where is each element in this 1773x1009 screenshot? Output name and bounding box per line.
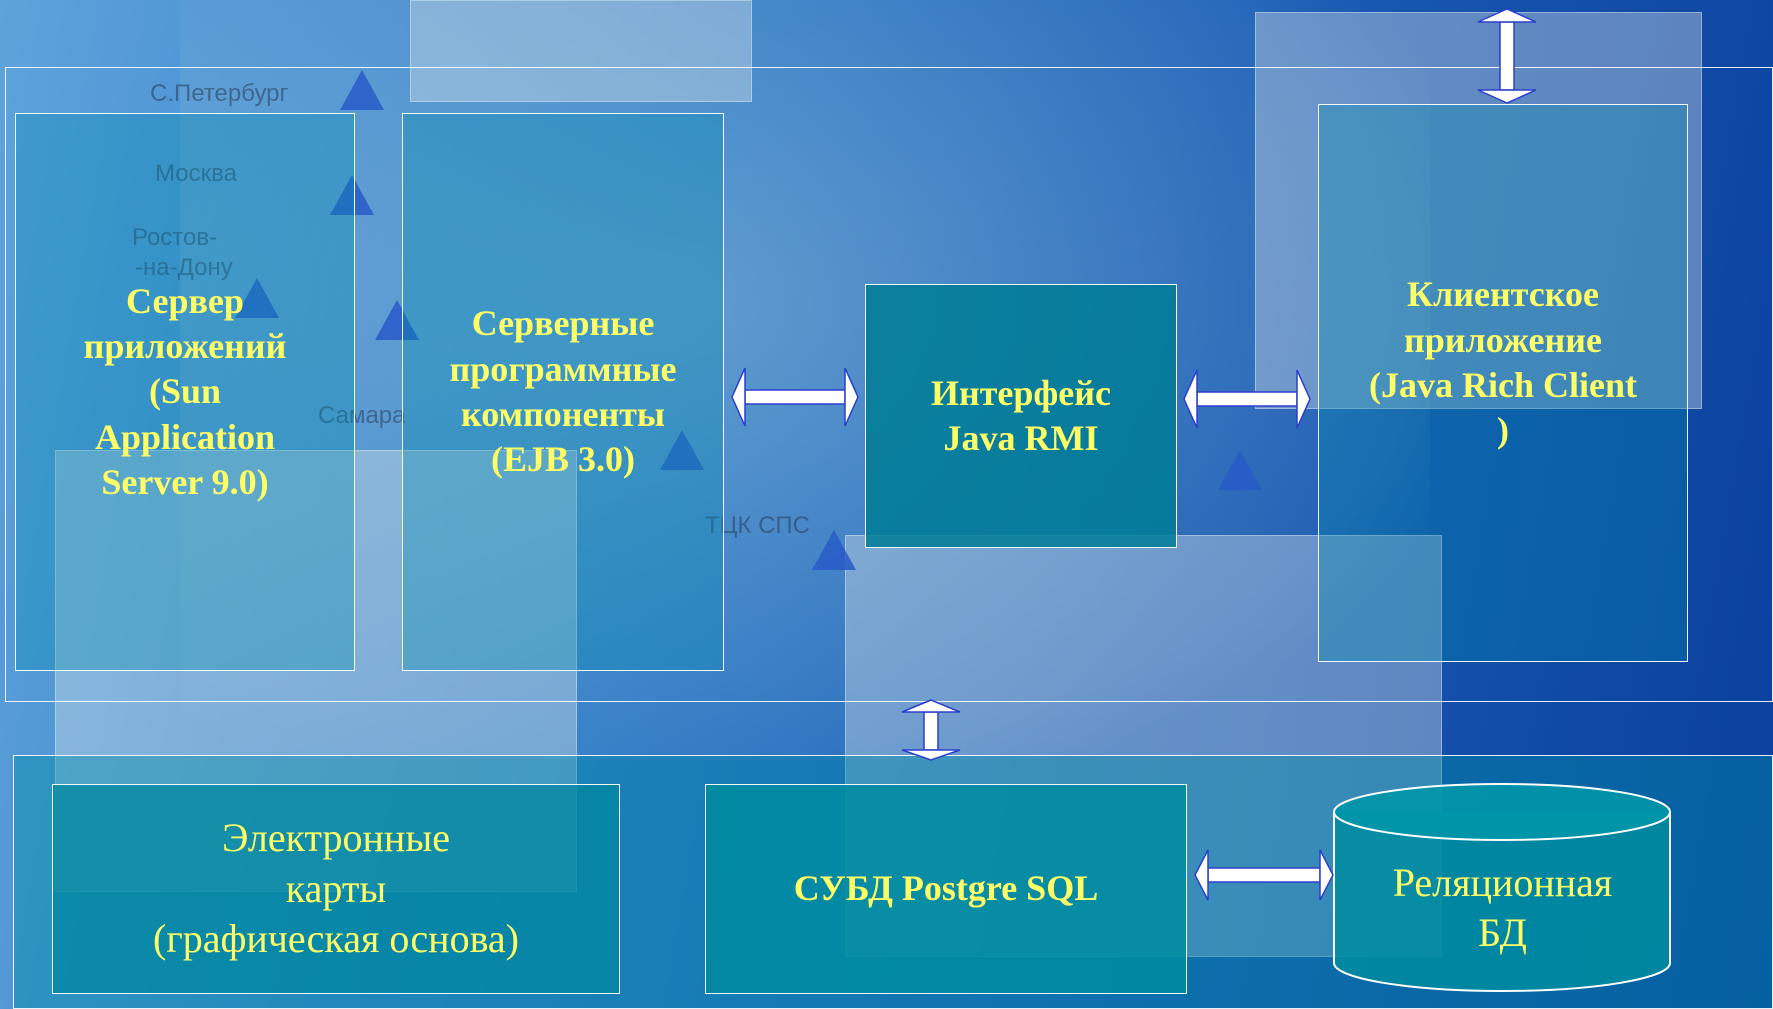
map-label-rostov-2: -на-Дону bbox=[135, 254, 233, 281]
background-screenshot-top bbox=[410, 0, 752, 102]
background-screenshot-right bbox=[1255, 12, 1702, 409]
map-station-icon bbox=[1218, 450, 1262, 490]
client-app-box: Клиентское приложение (Java Rich Client … bbox=[1318, 104, 1688, 662]
map-label-rostov-1: Ростов- bbox=[132, 224, 218, 251]
map-station-icon bbox=[375, 300, 419, 340]
electronic-maps-label: Электронные карты (графическая основа) bbox=[153, 815, 519, 962]
app-server-box: Сервер приложений (Sun Application Serve… bbox=[15, 113, 355, 671]
map-station-icon bbox=[660, 430, 704, 470]
server-components-box: Серверные программные компоненты (EJB 3.… bbox=[402, 113, 724, 671]
map-station-icon bbox=[330, 175, 374, 215]
relational-db-cylinder bbox=[1333, 783, 1671, 992]
client-app-label: Клиентское приложение (Java Rich Client … bbox=[1369, 274, 1637, 451]
rmi-interface-label: Интерфейс Java RMI bbox=[930, 372, 1112, 458]
map-station-icon bbox=[340, 70, 384, 110]
relational-db-label: Реляционная БД bbox=[1392, 859, 1613, 955]
background-map-image bbox=[180, 0, 1430, 760]
map-station-icon bbox=[235, 278, 279, 318]
map-station-icon bbox=[812, 530, 856, 570]
server-components-label: Серверные программные компоненты (EJB 3.… bbox=[449, 303, 677, 480]
dbms-label: СУБД Postgre SQL bbox=[793, 868, 1099, 909]
map-label-moscow: Москва bbox=[155, 160, 237, 187]
electronic-maps-box: Электронные карты (графическая основа) bbox=[52, 784, 620, 994]
map-label-spb: С.Петербург bbox=[150, 80, 289, 107]
rmi-interface-box: Интерфейс Java RMI bbox=[865, 284, 1177, 548]
map-label-tck-sps: ТЦК СПС bbox=[705, 512, 810, 539]
app-server-label: Сервер приложений (Sun Application Serve… bbox=[83, 280, 287, 503]
map-label-samara: Самара bbox=[318, 402, 406, 429]
dbms-box: СУБД Postgre SQL bbox=[705, 784, 1187, 994]
